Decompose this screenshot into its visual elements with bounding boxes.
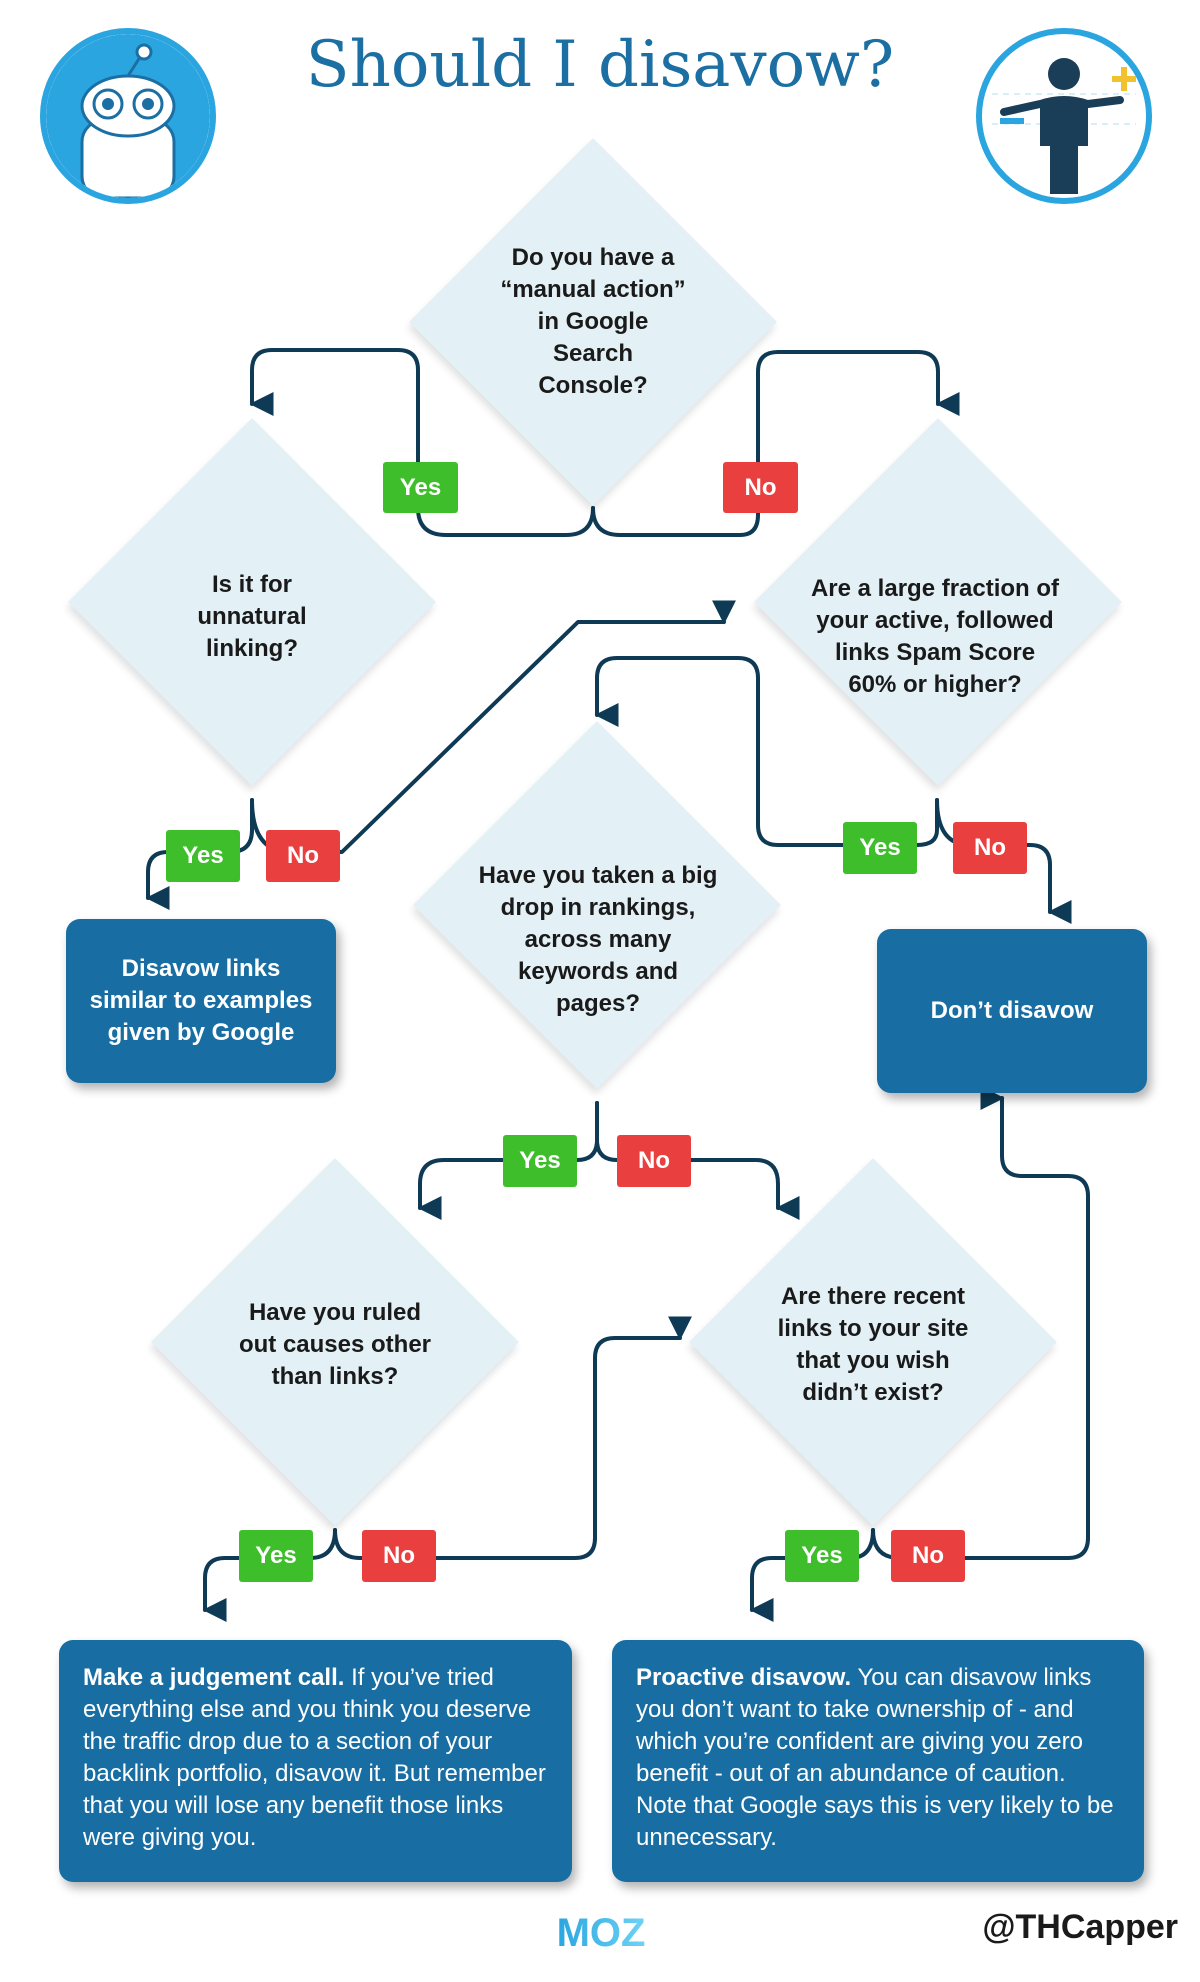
no-tag-manual-action: No [723,462,798,513]
outcome-disavow-google-examples: Disavow links similar to examples given … [66,919,336,1083]
judgement-call-text: Make a judgement call. If you’ve tried e… [83,1662,548,1854]
no-tag-unnatural-linking: No [266,830,340,882]
moz-logo: MOZ [557,1911,646,1955]
question-ruled-out: Have you ruled out causes other than lin… [238,1299,432,1390]
question-spam-score: Are a large fraction of your active, fol… [810,575,1060,698]
proactive-disavow-text: Proactive disavow. You can disavow links… [636,1662,1120,1854]
moz-logo-text: MOZ [557,1911,646,1955]
yes-tag-ruled-out: Yes [239,1530,313,1582]
proactive-disavow-body: You can disavow links you don’t want to … [636,1664,1114,1851]
question-manual-action: Do you have a “manual action” in Google … [500,244,686,399]
question-big-drop: Have you taken a big drop in rankings, a… [478,862,718,1017]
yes-tag-unnatural-linking: Yes [166,830,240,882]
no-tag-big-drop: No [617,1135,691,1187]
no-tag-recent-links: No [891,1530,965,1582]
judgement-call-title: Make a judgement call. [83,1664,345,1691]
page-title: Should I disavow? [305,28,895,102]
yes-tag-spam-score: Yes [843,822,917,874]
proactive-disavow-title: Proactive disavow. [636,1664,852,1691]
outcome-proactive-disavow: Proactive disavow. You can disavow links… [612,1640,1144,1882]
no-tag-spam-score: No [953,822,1027,874]
yes-tag-big-drop: Yes [503,1135,577,1187]
author-handle: @THCapper [982,1908,1178,1946]
question-unnatural-linking: Is it for unnatural linking? [197,571,307,662]
yes-tag-manual-action: Yes [383,462,458,513]
yes-tag-recent-links: Yes [785,1530,859,1582]
outcome-judgement-call: Make a judgement call. If you’ve tried e… [59,1640,572,1882]
outcome-dont-disavow: Don’t disavow [877,929,1147,1093]
judgement-call-body: If you’ve tried everything else and you … [83,1664,546,1851]
robot-mascot-icon [40,28,216,204]
question-recent-links: Are there recent links to your site that… [777,1283,969,1406]
no-tag-ruled-out: No [362,1530,436,1582]
person-weighing-plus-minus-icon [976,28,1152,204]
